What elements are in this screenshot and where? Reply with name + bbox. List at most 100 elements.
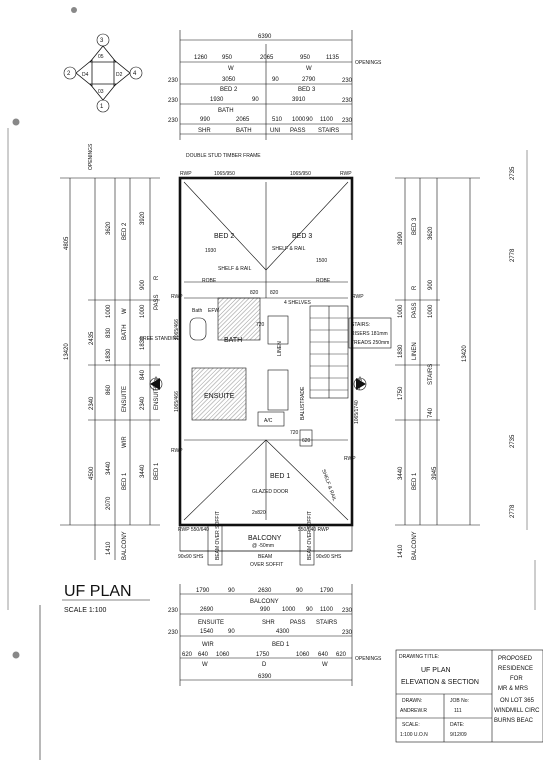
bath-fixture: Bath [192, 308, 203, 314]
dim: 1000 [106, 304, 112, 318]
compass-code-bottom: 03 [98, 89, 104, 95]
dim: BED 3 [298, 87, 316, 93]
dim: 950 [300, 55, 311, 61]
dim: 1000 [282, 607, 296, 613]
dim: 1790 [196, 588, 210, 594]
compass-code-right: D2 [116, 72, 123, 78]
proj-line-2: RESIDENCE [498, 666, 533, 672]
date-label: DATE: [450, 722, 464, 728]
beam-label: BEAM [258, 554, 272, 560]
dim: R [412, 285, 418, 290]
dim: 510 [272, 117, 283, 123]
dim: R [154, 275, 160, 280]
dim: 90 [296, 588, 303, 594]
robe-1: ROBE [202, 278, 217, 284]
dim: UNI [270, 128, 281, 134]
left-openings: OPENINGS [88, 143, 94, 170]
section-num-right: 1 [358, 386, 361, 392]
dim: 230 [168, 630, 179, 636]
dim: 2735 [510, 166, 516, 180]
dim: BATH [122, 324, 128, 340]
dim: STAIRS [428, 364, 434, 385]
dim: 1750 [256, 652, 270, 658]
dim: 2435 [89, 331, 95, 345]
rwp-right: RWP [352, 294, 364, 300]
rwp-tl: RWP [180, 171, 192, 177]
title-block: DRAWING TITLE: UF PLAN ELEVATION & SECTI… [395, 649, 543, 743]
dim: 1410 [106, 541, 112, 555]
dim: 640 [318, 652, 329, 658]
floor-plan: A A 1 1 DOUBLE STUD TIMBER FRAME RWP RWP… [140, 153, 392, 568]
proj-line-5: ON LOT 365 [500, 698, 535, 704]
punch-hole [12, 651, 20, 659]
dim: 230 [168, 78, 179, 84]
window-left-1: 1065/466 [174, 319, 180, 340]
window-right: 1065/1740 [354, 400, 360, 424]
dim: BED 2 [122, 222, 128, 240]
top-dimensions: 6390 OPENINGS 1260 950 2065 950 1135 W W… [168, 30, 382, 140]
dim-1930: 1930 [205, 248, 216, 254]
dim: 230 [342, 630, 353, 636]
dim: BED 1 [154, 462, 160, 480]
dim: BED 1 [272, 642, 290, 648]
balcony-note: @ -50mm [252, 543, 274, 549]
dim: BATH [236, 128, 252, 134]
dim: BALCONY [412, 531, 418, 560]
dim: ENSUITE [122, 386, 128, 412]
dim: PASS [290, 128, 306, 134]
dim: BED 3 [412, 217, 418, 235]
beam-over-2: BEAM OVER SOFFIT [307, 511, 313, 560]
dim: 230 [168, 608, 179, 614]
linen-label: LINEN [277, 341, 283, 356]
dim: 3440 [106, 461, 112, 475]
dim: 2070 [106, 496, 112, 510]
bottom-overall: 6390 [258, 674, 272, 680]
dim: 90 [228, 629, 235, 635]
rwp-left: RWP [171, 294, 183, 300]
drawing-title-2: ELEVATION & SECTION [401, 679, 479, 686]
dim: 860 [106, 384, 112, 395]
dim-720: 720 [256, 322, 265, 328]
rwp-left-2: RWP [171, 448, 183, 454]
stairs-note-1: STAIRS: [351, 322, 370, 328]
compass-rose: 3 1 2 4 05 03 D4 D2 [63, 33, 143, 113]
scale-label: SCALE: [402, 722, 420, 728]
plan-title: UF PLAN SCALE 1:100 [39, 583, 150, 760]
dim: LINEN [412, 342, 418, 360]
bed3-label: BED 3 [292, 233, 312, 240]
dim: 950 [222, 55, 233, 61]
robe-2: ROBE [316, 278, 331, 284]
dim: PASS [290, 620, 306, 626]
shelves-label: 4 SHELVES [284, 300, 312, 306]
stairs [309, 305, 349, 399]
dim: 2065 [236, 117, 250, 123]
dim: 2790 [302, 77, 316, 83]
dim: PASS [412, 302, 418, 318]
dim: 740 [428, 407, 434, 418]
dim-720b: 720 [290, 430, 299, 436]
rwp-right-2: RWP [344, 456, 356, 462]
drawn-label: DRAWN: [402, 698, 422, 704]
dim: WIR [122, 436, 128, 448]
dim: 230 [342, 78, 353, 84]
dim: PASS [154, 294, 160, 310]
dim: 1830 [398, 344, 404, 358]
dim-820a: 820 [250, 290, 259, 296]
efw-label: EFW [208, 308, 219, 314]
dim: 3050 [222, 77, 236, 83]
shelf-rail-3: SHELF & RAIL [320, 469, 337, 503]
dim: 620 [182, 652, 193, 658]
section-marker-right: A [358, 377, 362, 383]
dim: 90 [228, 588, 235, 594]
plan-title-text: UF PLAN [64, 583, 132, 600]
dim: 230 [168, 98, 179, 104]
dim: STAIRS [316, 620, 337, 626]
proj-line-1: PROPOSED [498, 656, 533, 662]
dim: 3920 [140, 211, 146, 225]
ensuite-label: ENSUITE [204, 393, 235, 400]
dim: 90 [306, 607, 313, 613]
dim: 1790 [320, 588, 334, 594]
drawing-title-label: DRAWING TITLE: [399, 654, 439, 660]
punch-hole [12, 118, 20, 126]
dim: 1830 [140, 336, 146, 350]
